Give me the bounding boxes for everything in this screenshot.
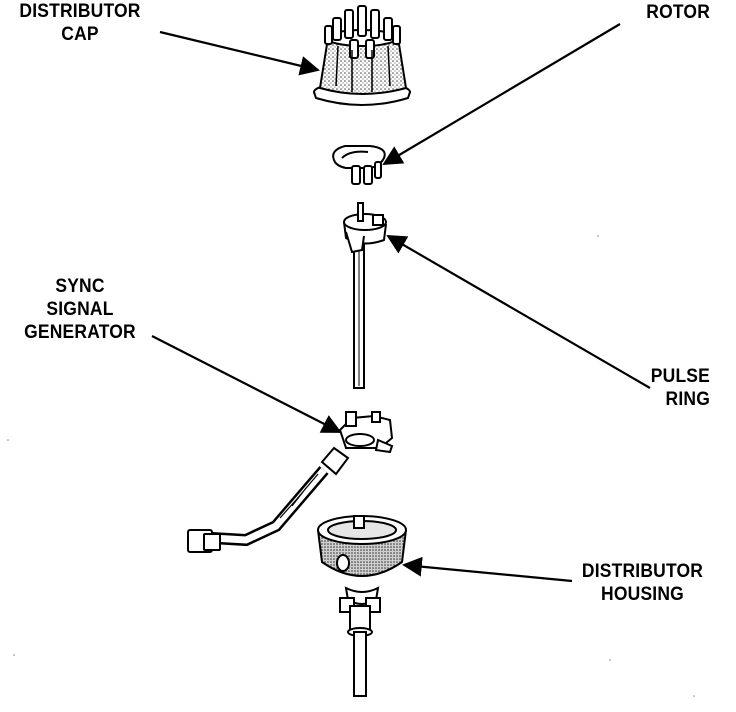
distributor-housing-drawing: [317, 515, 407, 697]
pulse-ring-drawing: [343, 202, 387, 389]
label-line: GENERATOR: [24, 322, 136, 343]
label-pulse-ring: PULSE RING: [609, 365, 710, 411]
label-line: HOUSING: [601, 584, 684, 605]
label-line: ROTOR: [646, 2, 710, 23]
scan-specks: [7, 235, 695, 697]
sync-generator-drawing: [187, 411, 394, 553]
rotor-drawing: [332, 145, 386, 185]
label-line: SIGNAL: [46, 299, 114, 320]
label-distributor-housing: DISTRIBUTOR HOUSING: [567, 560, 719, 606]
label-line: DISTRIBUTOR: [19, 1, 141, 22]
distributor-cap-drawing: [313, 5, 411, 106]
leader-arrows: [151, 23, 651, 583]
arrow-distributor-housing: [402, 556, 573, 583]
arrow-sync-signal-generator: [151, 335, 342, 433]
label-sync-signal-generator: SYNC SIGNAL GENERATOR: [6, 275, 153, 344]
label-line: PULSE: [650, 366, 710, 387]
label-line: DISTRIBUTOR: [581, 561, 704, 582]
label-line: SYNC: [55, 276, 105, 297]
label-line: RING: [665, 389, 710, 410]
arrow-pulse-ring: [386, 235, 651, 389]
label-distributor-cap: DISTRIBUTOR CAP: [6, 0, 153, 46]
arrow-rotor: [382, 23, 621, 166]
label-rotor: ROTOR: [618, 1, 710, 24]
label-line: CAP: [61, 24, 99, 45]
arrow-distributor-cap: [159, 30, 320, 76]
